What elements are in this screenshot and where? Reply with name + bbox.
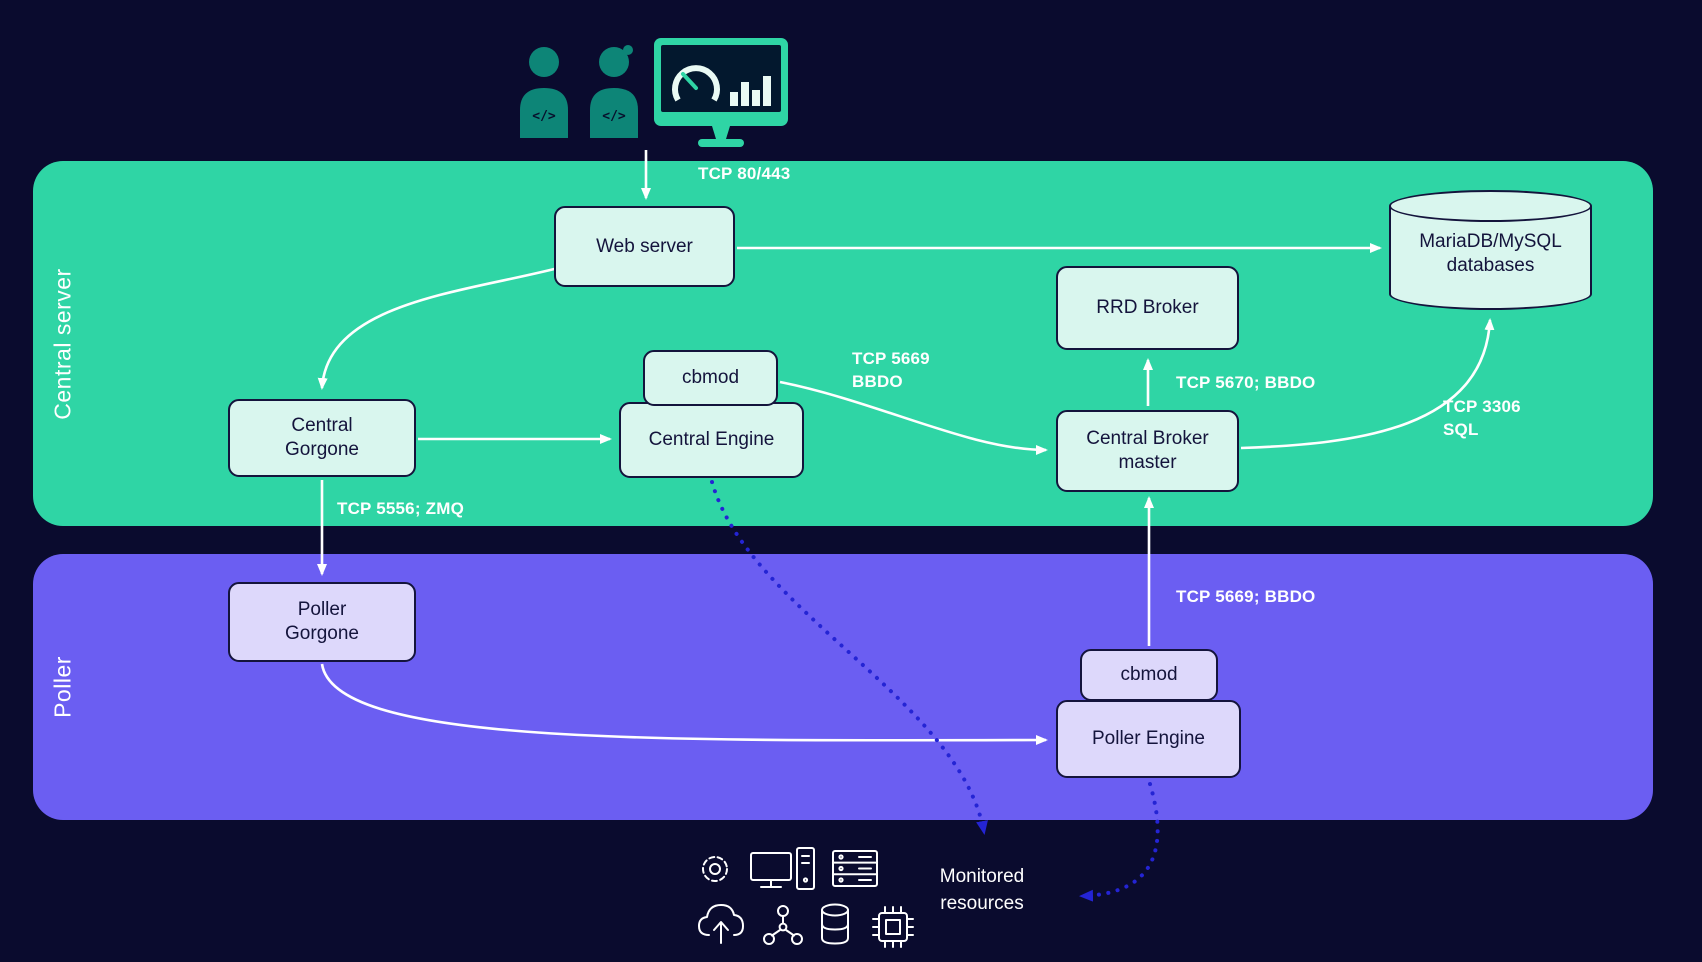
code-glyph: </> — [602, 109, 626, 124]
edge-label-tcp-5670-bbdo: TCP 5670; BBDO — [1176, 373, 1316, 392]
node-poller-engine-label: Poller Engine — [1091, 728, 1206, 750]
monitor-icon — [750, 852, 792, 888]
edge-central-engine-to-central-broker — [779, 380, 1048, 455]
node-web-server-label: Web server — [596, 235, 693, 257]
node-cbmod-central-label: cbmod — [681, 367, 740, 389]
server-rack-icon — [832, 850, 878, 887]
node-central-gorgone-label: Central Gorgone — [285, 415, 359, 460]
developer-user-icon: </> — [590, 45, 638, 138]
node-poller-gorgone: Poller Gorgone — [228, 582, 416, 662]
edge-label-tcp-3306-sql: TCP 3306 SQL — [1443, 397, 1521, 439]
users-and-dashboard-icons: </> </> — [512, 36, 812, 155]
monitored-resources-icons — [693, 843, 949, 962]
cylinder-top — [1389, 190, 1592, 222]
node-rrd-broker: RRD Broker — [1056, 266, 1239, 350]
node-central-engine: Central Engine — [619, 402, 804, 478]
gear-icon — [702, 856, 728, 882]
code-glyph: </> — [532, 109, 556, 124]
dashboard-monitor-icon — [654, 38, 788, 147]
edge-central-broker-to-mariadb — [1240, 318, 1495, 450]
developer-user-icon: </> — [520, 47, 568, 138]
node-rrd-broker-label: RRD Broker — [1096, 297, 1199, 319]
cloud-upload-icon — [698, 904, 744, 944]
edge-label-tcp-5669-bbdo-poller: TCP 5669; BBDO — [1176, 587, 1316, 606]
monitored-resources-label: Monitored resources — [939, 866, 1025, 914]
edge-poller-engine-to-monitored-resources — [1079, 782, 1160, 902]
node-central-broker-master: Central Broker master — [1056, 410, 1239, 492]
edge-poller-gorgone-to-poller-engine — [320, 663, 1048, 746]
edge-label-tcp-5556-zmq: TCP 5556; ZMQ — [337, 499, 464, 518]
edge-web-server-to-central-gorgone — [317, 264, 567, 390]
network-nodes-icon — [763, 905, 803, 945]
edge-label-tcp-80-443: TCP 80/443 — [698, 164, 791, 183]
node-cbmod-poller: cbmod — [1080, 649, 1218, 701]
node-mariadb-databases: MariaDB/MySQL databases — [1389, 190, 1592, 310]
cpu-chip-icon — [872, 906, 914, 948]
node-central-gorgone: Central Gorgone — [228, 399, 416, 477]
node-cbmod-central: cbmod — [643, 350, 778, 406]
node-poller-engine: Poller Engine — [1056, 700, 1241, 778]
node-central-broker-master-label: Central Broker master — [1086, 428, 1209, 473]
node-cbmod-poller-label: cbmod — [1120, 664, 1178, 686]
node-poller-gorgone-label: Poller Gorgone — [285, 599, 359, 644]
node-central-engine-label: Central Engine — [648, 429, 775, 451]
edge-label-tcp-5669-bbdo: TCP 5669 BBDO — [852, 349, 930, 391]
desktop-tower-icon — [796, 847, 815, 890]
database-icon — [821, 903, 849, 945]
node-mariadb-label: MariaDB/MySQL databases — [1419, 231, 1562, 276]
node-web-server: Web server — [554, 206, 735, 287]
edge-central-engine-to-monitored-resources — [710, 480, 988, 835]
